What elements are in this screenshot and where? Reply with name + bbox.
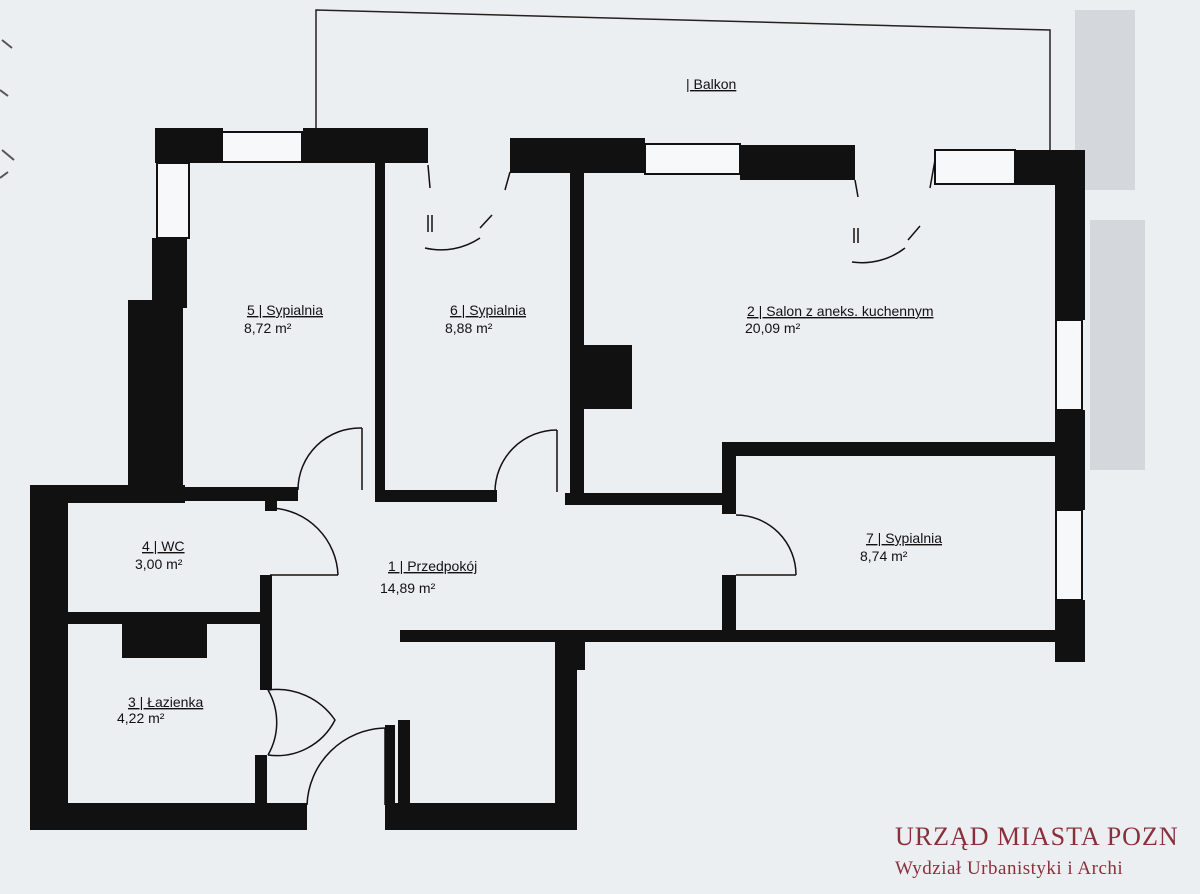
room-6-area: 8,88 m² — [445, 320, 493, 336]
room-3-area: 4,22 m² — [117, 710, 165, 726]
room-7-area: 8,74 m² — [860, 548, 908, 564]
room-5-name: 5 | Sypialnia — [247, 302, 323, 318]
room-4-name: 4 | WC — [142, 538, 185, 554]
door-swings — [267, 159, 936, 806]
room-1-name: 1 | Przedpokój — [388, 558, 477, 574]
room-5-area: 8,72 m² — [244, 320, 292, 336]
windows — [156, 131, 1083, 601]
office-name: URZĄD MIASTA POZN — [895, 822, 1179, 851]
room-6-name: 6 | Sypialnia — [450, 302, 526, 318]
room-3-name: 3 | Łazienka — [128, 694, 203, 710]
office-stamp: URZĄD MIASTA POZN Wydział Urbanistyki i … — [895, 822, 1179, 880]
room-3-label: 3 | Łazienka 4,22 m² — [117, 694, 203, 726]
balcony-label: | Balkon — [686, 76, 736, 92]
balcony-outline — [315, 9, 1051, 150]
room-4-label: 4 | WC 3,00 m² — [135, 538, 185, 572]
room-2-label: 2 | Salon z aneks. kuchennym 20,09 m² — [745, 303, 934, 336]
room-1-label: 1 | Przedpokój 14,89 m² — [380, 558, 477, 596]
room-7-name: 7 | Sypialnia — [866, 530, 942, 546]
office-department: Wydział Urbanistyki i Archi — [895, 858, 1124, 879]
room-2-area: 20,09 m² — [745, 320, 801, 336]
room-1-area: 14,89 m² — [380, 580, 436, 596]
room-4-area: 3,00 m² — [135, 556, 183, 572]
room-5-label: 5 | Sypialnia 8,72 m² — [244, 302, 323, 336]
page-edge-marks — [0, 39, 15, 179]
room-7-label: 7 | Sypialnia 8,74 m² — [860, 530, 942, 564]
room-2-name: 2 | Salon z aneks. kuchennym — [747, 303, 934, 319]
room-6-label: 6 | Sypialnia 8,88 m² — [445, 302, 526, 336]
walls — [30, 128, 1085, 830]
bleed-through-marks — [1075, 10, 1145, 470]
